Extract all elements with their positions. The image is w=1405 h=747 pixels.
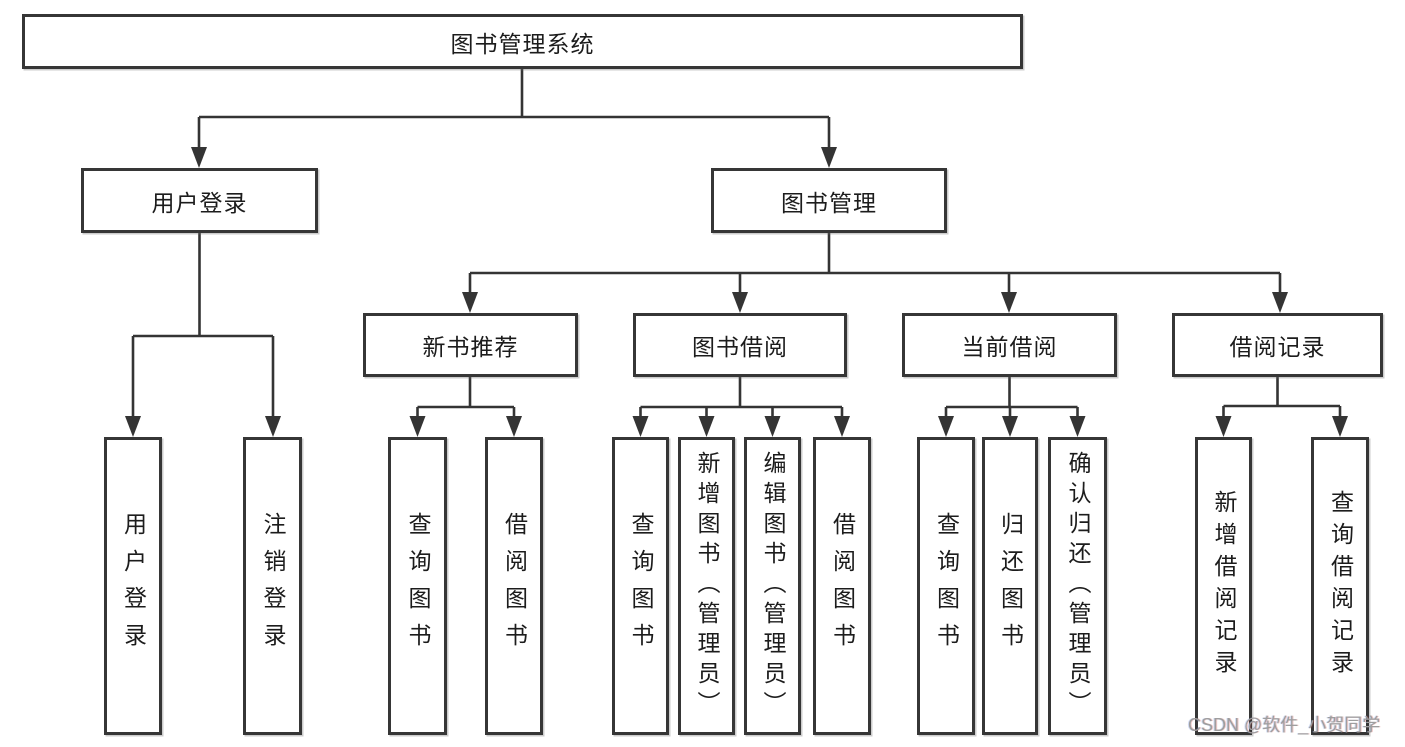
node-label: 借阅记录: [1229, 334, 1326, 360]
node-label: 当前借阅: [961, 334, 1058, 360]
node-label: 新增图书（管理员）: [694, 451, 720, 721]
leaf-add-borrow-record: 新增借阅记录: [1195, 437, 1252, 735]
node-label: 归还图书: [997, 512, 1024, 660]
node-root-library-system: 图书管理系统: [22, 14, 1023, 69]
node-current-borrow: 当前借阅: [902, 313, 1117, 377]
node-label: 查询借阅记录: [1327, 490, 1354, 682]
connector-root-branches: [191, 69, 837, 168]
csdn-watermark: CSDN @软件_小贺同学: [1188, 715, 1381, 735]
node-label: 图书管理: [781, 189, 877, 216]
node-label: 确认归还（管理员）: [1065, 451, 1091, 721]
node-label: 图书管理系统: [450, 30, 595, 57]
leaf-query-books-recommend: 查询图书: [388, 437, 447, 735]
leaf-logout: 注销登录: [243, 437, 302, 735]
node-borrow-records: 借阅记录: [1172, 313, 1383, 377]
connector-book-borrow-branches: [632, 377, 850, 437]
leaf-borrow-books-borrow: 借阅图书: [813, 437, 871, 735]
leaf-query-books-borrow: 查询图书: [612, 437, 669, 735]
node-label: 注销登录: [260, 512, 286, 660]
leaf-add-book-admin: 新增图书（管理员）: [678, 437, 735, 735]
node-label: 查询图书: [628, 512, 654, 660]
node-book-borrow: 图书借阅: [633, 313, 847, 377]
leaf-return-book: 归还图书: [982, 437, 1038, 735]
node-new-book-recommend: 新书推荐: [363, 313, 578, 377]
connector-borrow-record-branches: [1215, 377, 1348, 437]
node-label: 图书借阅: [692, 334, 788, 360]
node-label: 查询图书: [933, 512, 960, 660]
leaf-borrow-books-recommend: 借阅图书: [485, 437, 543, 735]
node-label: 查询图书: [405, 512, 431, 660]
leaf-confirm-return-admin: 确认归还（管理员）: [1048, 437, 1107, 735]
node-label: 新书推荐: [422, 334, 519, 360]
leaf-query-borrow-record: 查询借阅记录: [1311, 437, 1369, 735]
leaf-query-books-current: 查询图书: [917, 437, 975, 735]
connector-user-login-branches: [125, 233, 281, 437]
node-label: 用户登录: [120, 512, 147, 660]
node-label: 用户登录: [151, 189, 248, 216]
node-label: 借阅图书: [829, 512, 856, 660]
node-label: 借阅图书: [501, 512, 528, 660]
connector-new-book-branches: [409, 377, 522, 437]
node-user-login: 用户登录: [81, 168, 318, 233]
connector-current-borrow-branches: [938, 377, 1086, 437]
connector-book-management-branches: [462, 233, 1288, 313]
node-label: 编辑图书（管理员）: [760, 451, 786, 721]
node-label: 新增借阅记录: [1211, 490, 1237, 682]
leaf-user-login: 用户登录: [104, 437, 162, 735]
leaf-edit-book-admin: 编辑图书（管理员）: [744, 437, 801, 735]
node-book-management: 图书管理: [711, 168, 947, 233]
